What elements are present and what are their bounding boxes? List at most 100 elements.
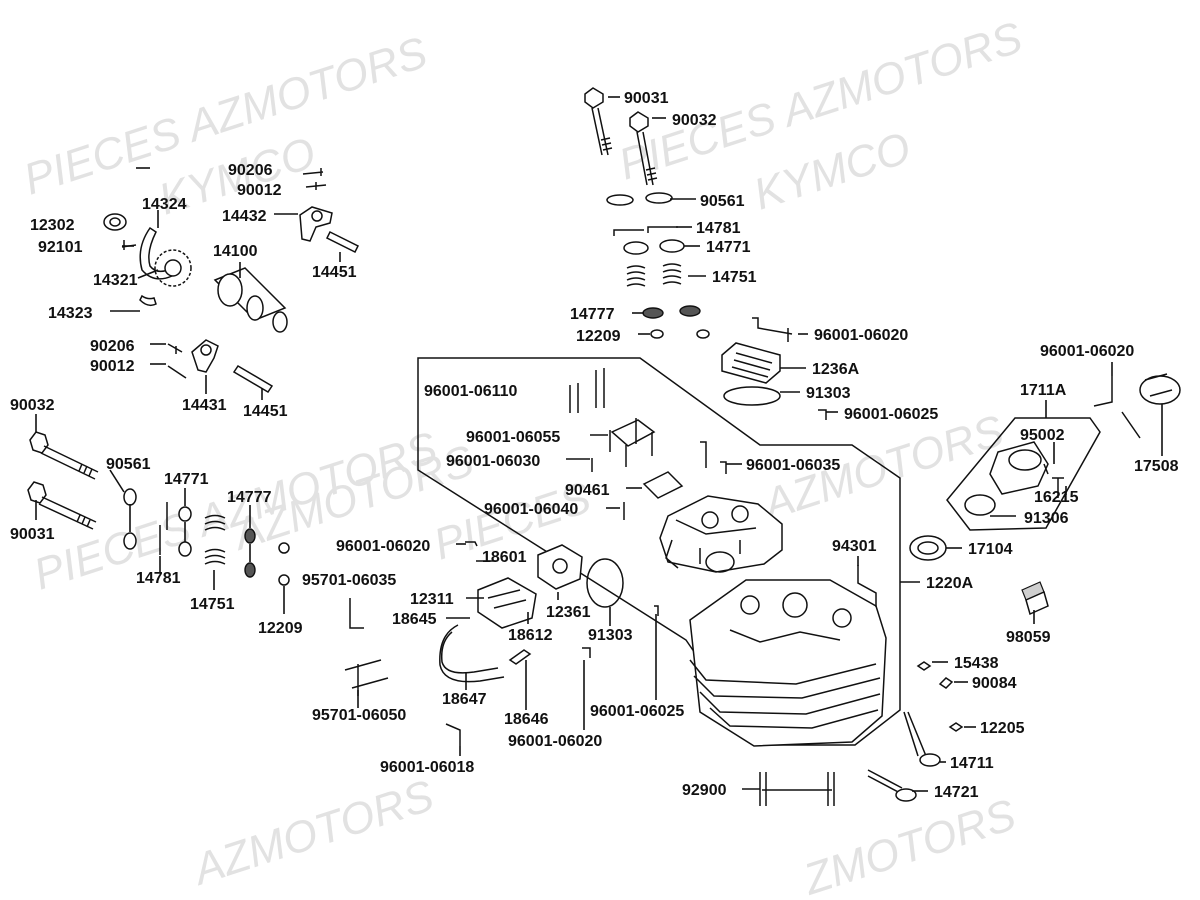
part-label: 90031 bbox=[624, 90, 669, 107]
long-bolt-90032 bbox=[629, 111, 658, 186]
bolt-96001-06035 bbox=[700, 441, 727, 474]
long-bolt-90031 bbox=[584, 87, 613, 156]
bolt-95701-06050 bbox=[344, 659, 389, 696]
cap-18601 bbox=[537, 544, 583, 590]
part-label: 12209 bbox=[258, 620, 303, 637]
part-label: 90206 bbox=[90, 338, 135, 355]
part-label: 96001-06020 bbox=[508, 733, 602, 750]
part-label: 96001-06020 bbox=[814, 327, 908, 344]
cover-1236A bbox=[721, 342, 781, 384]
part-label: 17508 bbox=[1134, 458, 1179, 475]
bolt-96001-06020 bbox=[465, 541, 478, 547]
spring-retainer-14771 bbox=[178, 506, 192, 522]
part-label: 15438 bbox=[954, 655, 999, 672]
rocker-shaft-14451 bbox=[232, 364, 274, 394]
watermark: AZMOTORS bbox=[185, 771, 439, 895]
bolt-96001-06110 bbox=[569, 368, 605, 413]
valve-14711 bbox=[903, 711, 941, 767]
bolt-16215 bbox=[1052, 477, 1064, 498]
bolt-96001-06055 bbox=[609, 418, 653, 467]
part-label: 14321 bbox=[93, 272, 138, 289]
part-label: 94301 bbox=[832, 538, 877, 555]
part-label: 14431 bbox=[182, 397, 227, 414]
part-labels: 90206 90012 12302 14324 14432 92101 1410… bbox=[10, 90, 1179, 801]
part-label: 14324 bbox=[142, 196, 187, 213]
cam-sprocket-14321-hub bbox=[164, 259, 182, 277]
rocker-arm-14432 bbox=[299, 206, 333, 242]
camshaft-14100 bbox=[213, 267, 288, 333]
nut-12209 bbox=[278, 574, 290, 586]
part-label: 14777 bbox=[570, 306, 615, 323]
intake-manifold-group-outline bbox=[946, 417, 1101, 531]
nut-12209 bbox=[696, 329, 710, 339]
nut-12209 bbox=[278, 542, 290, 554]
cylinder-head-group-outline bbox=[417, 357, 901, 746]
part-label: 12311 bbox=[410, 591, 454, 608]
part-label: 16215 bbox=[1034, 489, 1079, 506]
part-label: 96001-06030 bbox=[446, 453, 540, 470]
nut-90012 bbox=[167, 365, 187, 379]
part-label: 14100 bbox=[213, 243, 258, 260]
part-label: 12361 bbox=[546, 604, 591, 621]
clamp-17508 bbox=[1139, 373, 1181, 405]
part-label: 14432 bbox=[222, 208, 267, 225]
oring-91306 bbox=[964, 494, 996, 516]
part-label: 96001-06040 bbox=[484, 501, 578, 518]
part-label: 17104 bbox=[968, 541, 1013, 558]
bolt-96001-06018 bbox=[445, 723, 461, 746]
part-label: 12205 bbox=[980, 720, 1025, 737]
part-label: 96001-06025 bbox=[590, 703, 684, 720]
spring-retainer-14771 bbox=[623, 241, 649, 255]
part-label: 95002 bbox=[1020, 427, 1065, 444]
part-label: 96001-06020 bbox=[1040, 343, 1134, 360]
washer-90561 bbox=[123, 532, 137, 550]
part-label: 1236A bbox=[812, 361, 860, 378]
part-label: 18601 bbox=[482, 549, 527, 566]
long-bolt-90031 bbox=[27, 481, 97, 530]
plate-14323 bbox=[139, 294, 157, 307]
part-label: 90012 bbox=[90, 358, 135, 375]
part-label: 14777 bbox=[227, 489, 272, 506]
part-label: 14323 bbox=[48, 305, 93, 322]
part-label: 1220A bbox=[926, 575, 974, 592]
stud-92900 bbox=[759, 772, 835, 806]
bolt-96001-06020 bbox=[752, 317, 793, 342]
spring-retainer-14771 bbox=[659, 239, 685, 253]
seal-90084 bbox=[938, 677, 954, 689]
part-label: 18647 bbox=[442, 691, 487, 708]
bolt-96001-06025 bbox=[654, 605, 659, 616]
part-label: 90032 bbox=[10, 397, 55, 414]
part-label: 14451 bbox=[243, 403, 288, 420]
part-label: 96001-06055 bbox=[466, 429, 560, 446]
part-label: 91306 bbox=[1024, 510, 1069, 527]
pin-95002 bbox=[1043, 463, 1049, 475]
tube-18646 bbox=[508, 649, 532, 665]
sensor-94301 bbox=[857, 565, 877, 607]
bolt-96001-06020 bbox=[1093, 376, 1141, 439]
part-label: 90012 bbox=[237, 182, 282, 199]
part-label: 90461 bbox=[565, 482, 610, 499]
part-label: 18612 bbox=[508, 627, 553, 644]
spring-seat-14777 bbox=[244, 528, 256, 544]
part-label: 18645 bbox=[392, 611, 437, 628]
leader-lines bbox=[35, 96, 1163, 792]
screw-90206 bbox=[302, 168, 324, 176]
part-label: 91303 bbox=[806, 385, 851, 402]
bolt-96001-06025 bbox=[818, 409, 827, 420]
watermark: ZMOTORS bbox=[797, 790, 1022, 900]
part-label: 92900 bbox=[682, 782, 727, 799]
cylinder-head-main bbox=[689, 579, 887, 747]
part-label: 96001-06025 bbox=[844, 406, 938, 423]
part-label: 14781 bbox=[696, 220, 741, 237]
part-label: 14711 bbox=[950, 755, 994, 772]
intake-pipe-1711A bbox=[989, 441, 1049, 495]
part-label: 96001-06020 bbox=[336, 538, 430, 555]
screw-90206 bbox=[167, 343, 183, 354]
part-label: 90561 bbox=[106, 456, 151, 473]
bolt-92101 bbox=[121, 240, 137, 250]
washer-90561 bbox=[645, 192, 673, 204]
part-label: 1711A bbox=[1020, 382, 1067, 399]
part-label: 14451 bbox=[312, 264, 357, 281]
part-label: 90084 bbox=[972, 675, 1017, 692]
